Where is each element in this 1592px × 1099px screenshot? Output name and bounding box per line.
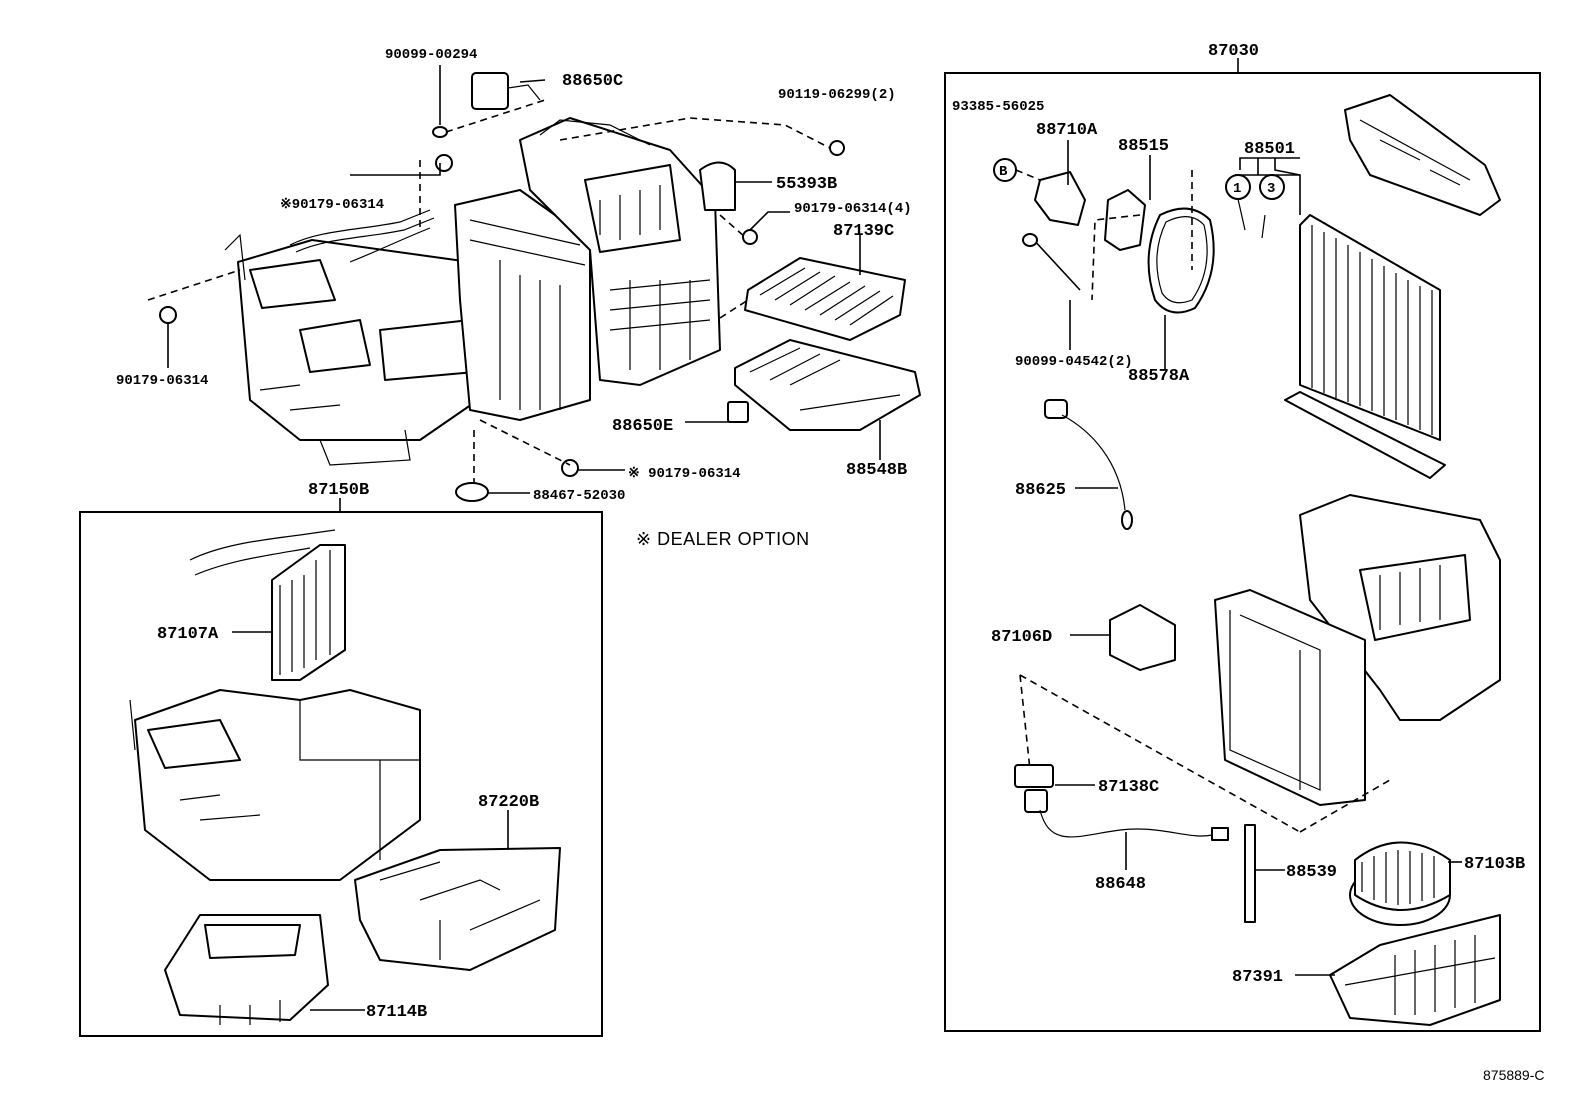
- label-88650c: 88650C: [562, 72, 623, 91]
- label-88710a: 88710A: [1036, 121, 1098, 140]
- label-90179-06314-4: 90179-06314(4): [794, 201, 912, 217]
- label-87107a: 87107A: [157, 625, 219, 644]
- label-88625: 88625: [1015, 481, 1066, 500]
- small-parts-top: [147, 65, 921, 502]
- label-88467-52030: 88467-52030: [533, 488, 625, 504]
- label-90179-06314-dealer-a: ※90179-06314: [280, 197, 384, 213]
- circle-label-1: 1: [1233, 181, 1241, 197]
- circle-label-3: 3: [1267, 181, 1275, 197]
- label-87139c: 87139C: [833, 222, 894, 241]
- circle-label-b: B: [999, 164, 1008, 180]
- heater-subassembly-parts: [129, 529, 561, 1025]
- label-90099-04542: 90099-04542(2): [1015, 354, 1133, 370]
- label-87391: 87391: [1232, 968, 1283, 987]
- label-90179-06314-b: 90179-06314: [116, 373, 208, 389]
- label-90119-06299: 90119-06299(2): [778, 87, 896, 103]
- cooling-unit-parts: [993, 94, 1501, 1026]
- label-88648: 88648: [1095, 875, 1146, 894]
- heater-subassembly-box: [79, 511, 603, 1037]
- label-88650e: 88650E: [612, 417, 673, 436]
- label-87150b: 87150B: [308, 481, 369, 500]
- label-87220b: 87220B: [478, 793, 539, 812]
- label-87106d: 87106D: [991, 628, 1052, 647]
- label-88501: 88501: [1244, 140, 1295, 159]
- part-labels: 90099-00294 88650C 90119-06299(2) ※90179…: [116, 42, 1545, 1083]
- label-87030: 87030: [1208, 42, 1259, 61]
- label-90179-06314-dealer-c: ※ 90179-06314: [628, 466, 741, 482]
- label-88539: 88539: [1286, 863, 1337, 882]
- label-55393b: 55393B: [776, 175, 837, 194]
- cooling-unit-box: [944, 72, 1541, 1032]
- label-87138c: 87138C: [1098, 778, 1159, 797]
- label-90099-00294: 90099-00294: [385, 47, 477, 63]
- label-93385-56025: 93385-56025: [952, 99, 1044, 115]
- label-88578a: 88578A: [1128, 367, 1190, 386]
- label-88515: 88515: [1118, 137, 1169, 156]
- label-87103b: 87103B: [1464, 855, 1525, 874]
- heater-unit-assembly: [224, 117, 721, 466]
- label-88548b: 88548B: [846, 461, 907, 480]
- diagram-code: 875889-C: [1483, 1067, 1545, 1083]
- dealer-option-note: ※ DEALER OPTION: [636, 529, 810, 549]
- label-87114b: 87114B: [366, 1003, 427, 1022]
